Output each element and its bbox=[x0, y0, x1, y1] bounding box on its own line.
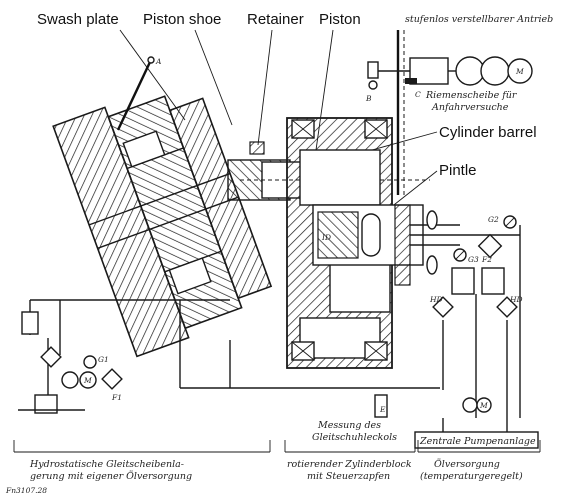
piston-shoe-label: Piston shoe bbox=[143, 11, 221, 28]
label-row: Swash plate Piston shoe Retainer Piston … bbox=[37, 11, 537, 179]
symbol-g3: G3 bbox=[468, 255, 479, 264]
hydrostatic-circuit: G1 M F1 bbox=[18, 299, 440, 414]
hydrostatic-caption-line1: Hydrostatische Gleitscheibenla- bbox=[29, 459, 184, 470]
symbol-f1: F1 bbox=[111, 393, 122, 402]
hydrostatic-caption-line2: gerung mit eigener Ölversorgung bbox=[30, 470, 192, 482]
swash-plate-assembly: A bbox=[52, 56, 273, 358]
symbol-c: C bbox=[415, 90, 421, 99]
oil-caption-line1: Ölversorgung bbox=[434, 458, 500, 470]
rotating-caption-line2: mit Steuerzapfen bbox=[307, 471, 390, 482]
oil-caption-line2: (temperaturgeregelt) bbox=[420, 471, 523, 482]
pintle-label: Pintle bbox=[439, 162, 477, 179]
symbol-m2: M bbox=[83, 376, 92, 385]
swash-plate-label: Swash plate bbox=[37, 11, 119, 28]
oil-supply-circuit: G2 G3 F2 HD HD M Zentrale Pumpenanlage bbox=[410, 215, 539, 449]
symbol-g1: G1 bbox=[98, 355, 109, 364]
leak-measurement: E Messung des Gleitschuhleckols bbox=[312, 394, 397, 443]
symbol-a: A bbox=[155, 57, 162, 66]
drive-label: stufenlos verstellbarer Antrieb bbox=[405, 14, 553, 25]
symbol-m1: M bbox=[515, 67, 524, 76]
symbol-id: ID bbox=[321, 233, 331, 242]
retainer-label: Retainer bbox=[247, 11, 304, 28]
cylinder-barrel-label: Cylinder barrel bbox=[439, 124, 537, 141]
symbol-g2: G2 bbox=[488, 215, 499, 224]
symbol-hd1: HD bbox=[429, 295, 443, 304]
symbol-e: E bbox=[379, 405, 386, 414]
symbol-f2: F2 bbox=[481, 255, 492, 264]
rotating-caption-line1: rotierender Zylinderblock bbox=[287, 459, 412, 470]
pintle: ID bbox=[312, 204, 460, 286]
pulley-line2: Anfahrversuche bbox=[431, 102, 509, 113]
leak-line2: Gleitschuhleckols bbox=[312, 432, 397, 443]
drive-section: stufenlos verstellbarer Antrieb M B C Ri… bbox=[365, 14, 553, 195]
bottom-captions: Hydrostatische Gleitscheibenla- gerung m… bbox=[5, 440, 541, 495]
figure-id: Fn3107.28 bbox=[5, 486, 47, 495]
piston-label: Piston bbox=[319, 11, 361, 28]
leak-line1: Messung des bbox=[317, 420, 381, 431]
central-pump-label: Zentrale Pumpenanlage bbox=[419, 436, 536, 447]
pulley-line1: Riemenscheibe für bbox=[425, 90, 518, 101]
symbol-m3: M bbox=[479, 401, 488, 410]
symbol-hd2: HD bbox=[509, 295, 523, 304]
symbol-b: B bbox=[365, 94, 372, 103]
